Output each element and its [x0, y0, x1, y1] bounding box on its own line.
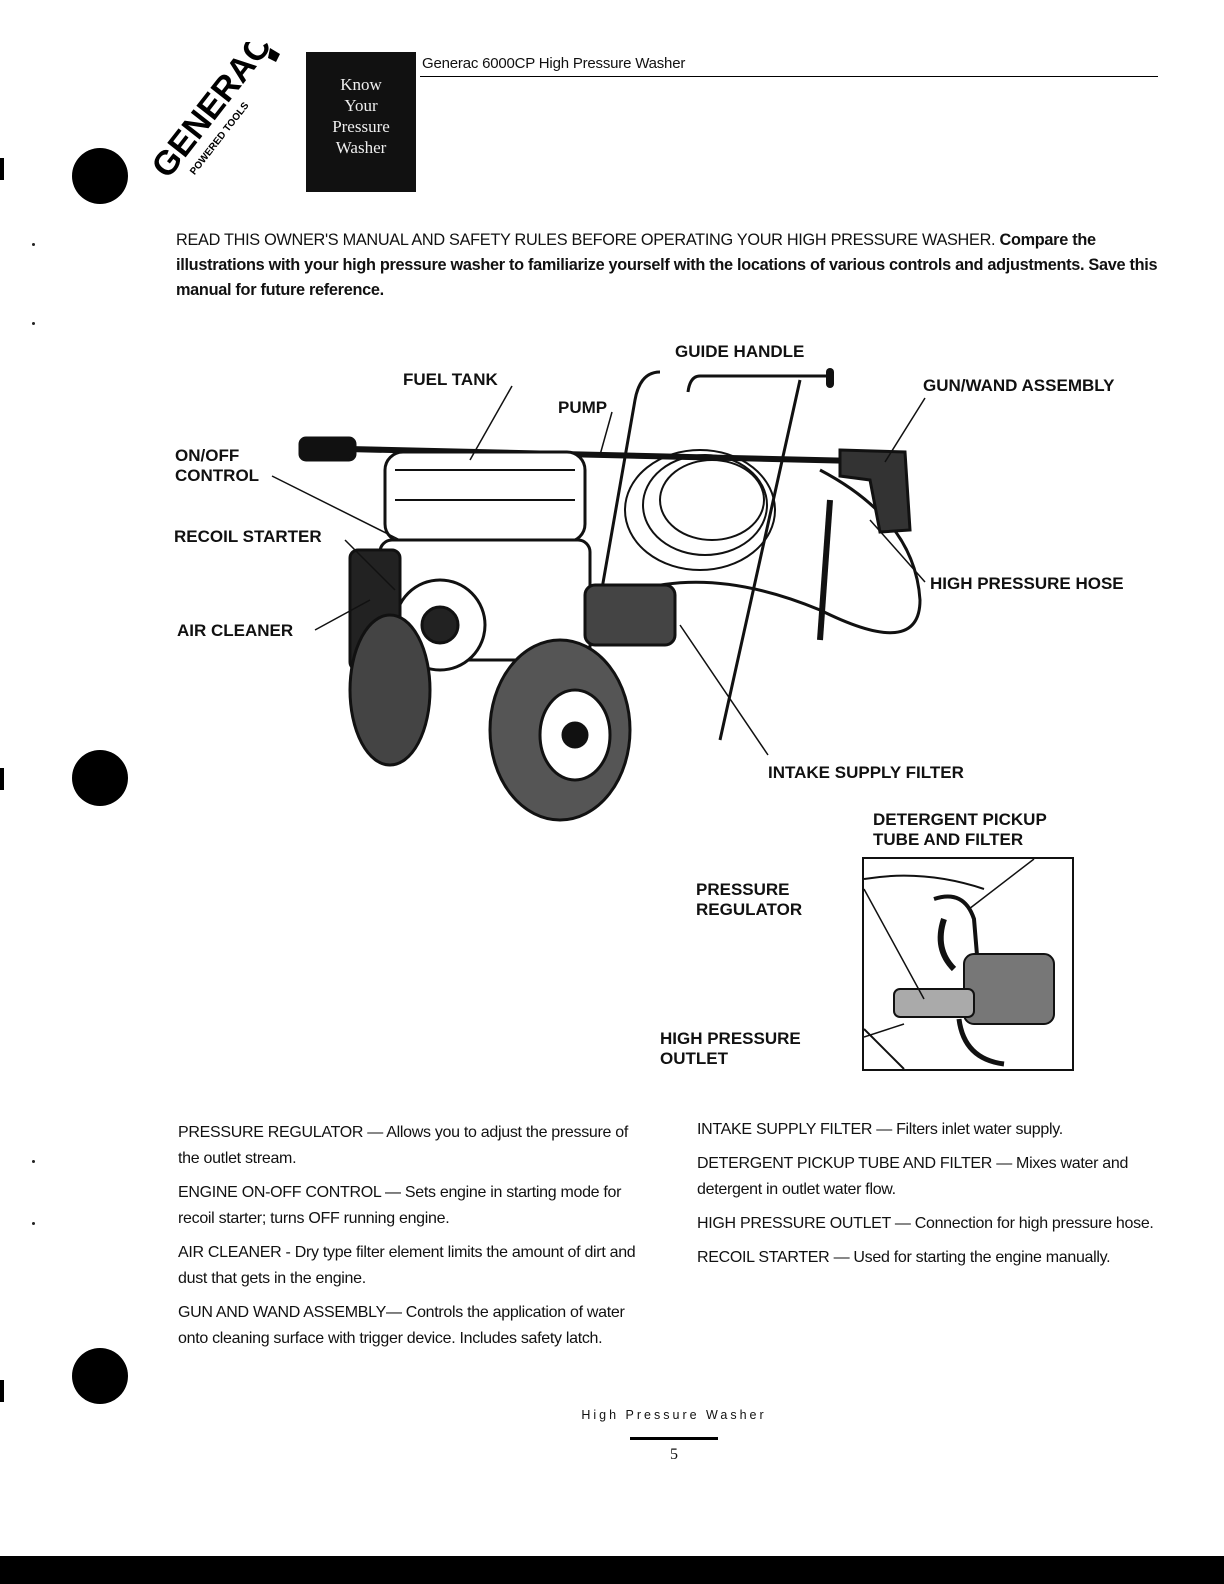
scan-dot — [32, 243, 35, 246]
label-line: REGULATOR — [696, 900, 802, 920]
section-badge: Know Your Pressure Washer — [306, 52, 416, 192]
descriptions-left-column: PRESSURE REGULATOR — Allows you to adjus… — [178, 1120, 653, 1360]
scan-dot — [32, 322, 35, 325]
descriptions-right-column: INTAKE SUPPLY FILTER — Filters inlet wat… — [697, 1117, 1182, 1279]
generac-logo: GENERAC POWERED TOOLS — [150, 42, 300, 192]
label-detergent-pickup: DETERGENT PICKUP TUBE AND FILTER — [873, 810, 1047, 850]
label-line: OUTLET — [660, 1049, 801, 1069]
binder-hole-top — [72, 148, 128, 204]
label-line: HIGH PRESSURE — [660, 1029, 801, 1049]
badge-line: Washer — [306, 137, 416, 158]
scan-dot — [32, 1222, 35, 1225]
label-line: TUBE AND FILTER — [873, 830, 1047, 850]
footer-title: High Pressure Washer — [0, 1408, 1224, 1422]
binder-hole-bottom — [72, 1348, 128, 1404]
description-item: AIR CLEANER - Dry type filter element li… — [178, 1240, 653, 1292]
label-pump: PUMP — [558, 398, 607, 418]
description-item: RECOIL STARTER — Used for starting the e… — [697, 1245, 1182, 1271]
description-item: ENGINE ON-OFF CONTROL — Sets engine in s… — [178, 1180, 653, 1232]
label-line: PRESSURE — [696, 880, 802, 900]
running-header: Generac 6000CP High Pressure Washer — [422, 55, 685, 72]
label-line: CONTROL — [175, 466, 259, 486]
pump-detail-inset — [862, 857, 1074, 1071]
label-line: DETERGENT PICKUP — [873, 810, 1047, 830]
description-item: HIGH PRESSURE OUTLET — Connection for hi… — [697, 1211, 1182, 1237]
description-item: GUN AND WAND ASSEMBLY— Controls the appl… — [178, 1300, 653, 1352]
label-pressure-regulator: PRESSURE REGULATOR — [696, 880, 802, 920]
header-rule — [420, 76, 1158, 77]
footer-rule — [630, 1437, 718, 1440]
description-item: DETERGENT PICKUP TUBE AND FILTER — Mixes… — [697, 1151, 1182, 1203]
description-item: PRESSURE REGULATOR — Allows you to adjus… — [178, 1120, 653, 1172]
label-high-pressure-hose: HIGH PRESSURE HOSE — [930, 574, 1124, 594]
pump-detail-illustration — [864, 859, 1072, 1069]
label-line: ON/OFF — [175, 446, 259, 466]
edge-mark — [0, 158, 4, 180]
description-item: INTAKE SUPPLY FILTER — Filters inlet wat… — [697, 1117, 1182, 1143]
scan-bottom-bar — [0, 1556, 1224, 1584]
label-recoil-starter: RECOIL STARTER — [174, 527, 322, 547]
label-onoff-control: ON/OFF CONTROL — [175, 446, 259, 486]
scan-dot — [32, 1160, 35, 1163]
page-number: 5 — [0, 1446, 1224, 1464]
intro-paragraph: READ THIS OWNER'S MANUAL AND SAFETY RULE… — [176, 228, 1166, 303]
label-guide-handle: GUIDE HANDLE — [675, 342, 804, 362]
logo-wordmark: GENERAC — [150, 42, 279, 185]
label-high-pressure-outlet: HIGH PRESSURE OUTLET — [660, 1029, 801, 1069]
label-intake-filter: INTAKE SUPPLY FILTER — [768, 763, 964, 783]
edge-mark — [0, 1380, 4, 1402]
label-gun-wand: GUN/WAND ASSEMBLY — [923, 376, 1114, 396]
badge-line: Pressure — [306, 116, 416, 137]
intro-lead: READ THIS OWNER'S MANUAL AND SAFETY RULE… — [176, 231, 995, 249]
badge-line: Know — [306, 74, 416, 95]
badge-line: Your — [306, 95, 416, 116]
label-fuel-tank: FUEL TANK — [403, 370, 498, 390]
label-air-cleaner: AIR CLEANER — [177, 621, 293, 641]
